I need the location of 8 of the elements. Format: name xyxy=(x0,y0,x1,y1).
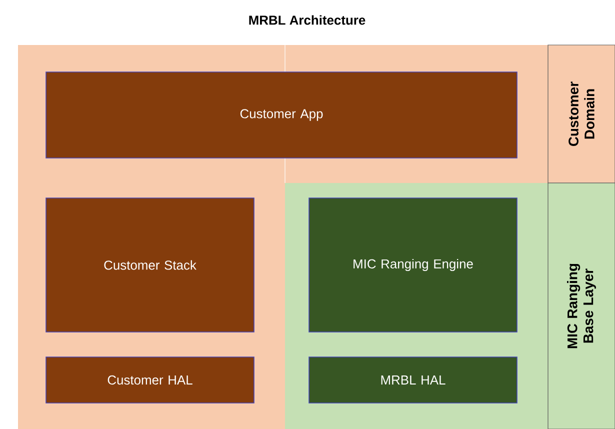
component-box: MRBL HAL xyxy=(308,356,518,404)
component-box: MIC Ranging Engine xyxy=(308,198,518,332)
component-box: Customer Stack xyxy=(46,198,254,332)
component-box: Customer HAL xyxy=(46,356,254,404)
component-box: Customer App xyxy=(46,72,518,158)
layer-band: Customer Domain xyxy=(548,44,615,184)
layer-band: MIC Ranging Base Layer xyxy=(548,182,615,429)
title: MRBL Architecture xyxy=(249,15,366,25)
